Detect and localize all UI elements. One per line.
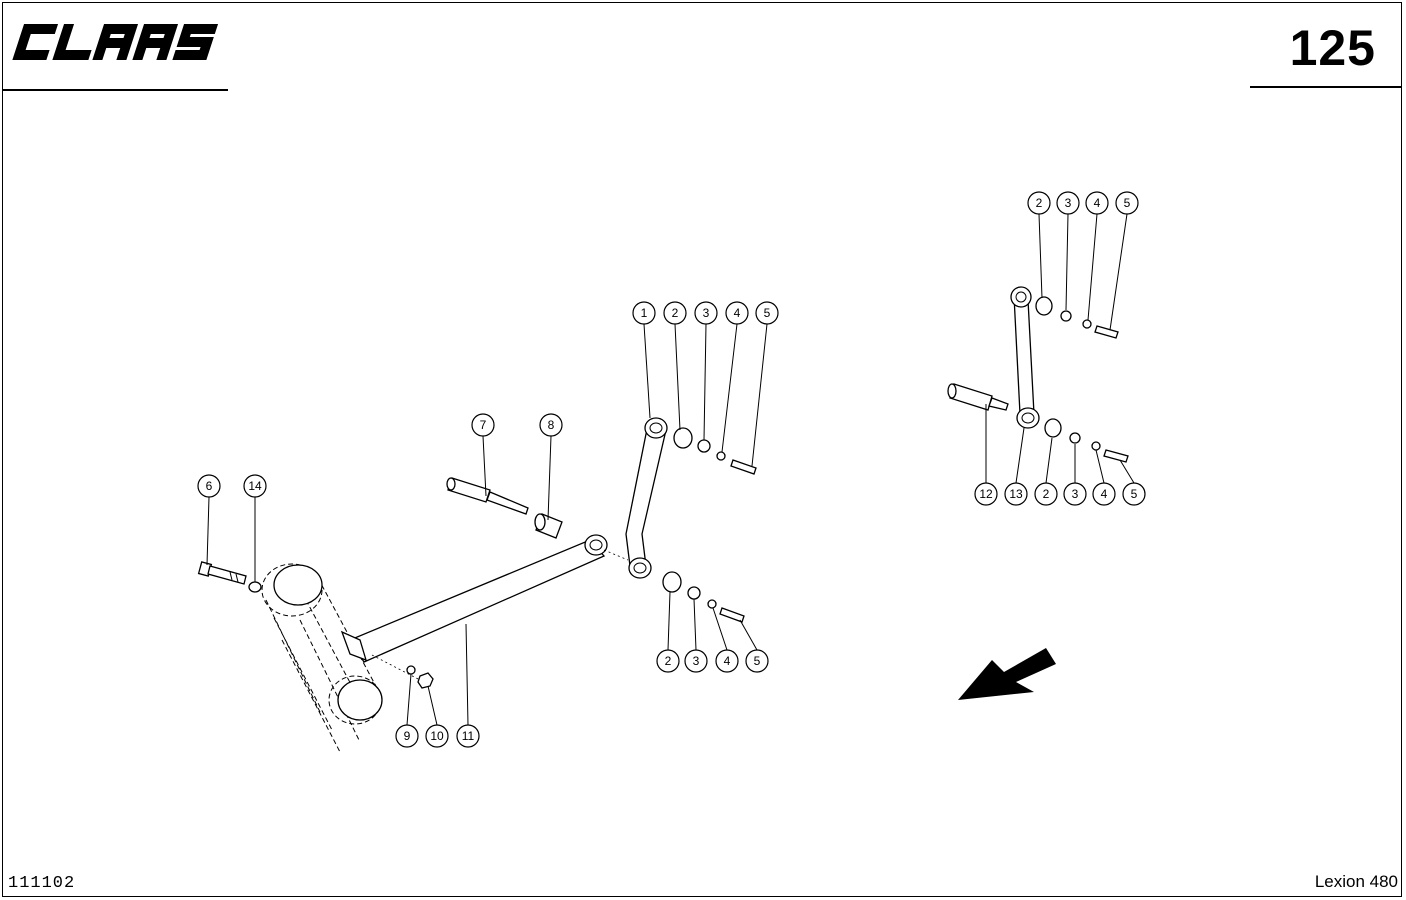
svg-text:10: 10 [430, 729, 444, 743]
callout-2: 2 [656, 649, 680, 673]
callout-group-right-bottom: 12 13 2 3 4 5 [974, 482, 1146, 506]
leader-lines [206, 213, 1135, 726]
svg-text:5: 5 [754, 654, 761, 668]
washer-3-right-bottom [1069, 432, 1081, 444]
washer-4-bottom [707, 599, 717, 609]
callout-3: 3 [1063, 482, 1087, 506]
arrow-down-left-icon [958, 648, 1056, 700]
svg-text:4: 4 [1094, 196, 1101, 210]
svg-text:13: 13 [1009, 487, 1023, 501]
svg-text:2: 2 [1036, 196, 1043, 210]
callout-5: 5 [1122, 482, 1146, 506]
svg-text:3: 3 [693, 654, 700, 668]
svg-text:14: 14 [248, 479, 262, 493]
document-code: 111102 [8, 874, 76, 893]
washer-3-top [697, 439, 711, 453]
callout-2: 2 [663, 301, 687, 325]
model-name: Lexion 480 [1314, 872, 1398, 891]
callout-10: 10 [425, 724, 449, 748]
bearing-2-top [673, 427, 693, 449]
callout-group-bolt-washer: 6 14 [197, 474, 267, 498]
washer-3-bottom [687, 586, 701, 600]
lever-11 [340, 534, 608, 663]
svg-text:4: 4 [1101, 487, 1108, 501]
bearing-2-right-top [1035, 296, 1053, 316]
callout-5: 5 [745, 649, 769, 673]
callout-13: 13 [1004, 482, 1028, 506]
callout-3: 3 [694, 301, 718, 325]
pin-12-right [947, 383, 1009, 411]
callout-1: 1 [632, 301, 656, 325]
callout-12: 12 [974, 482, 998, 506]
page-number: 125 [1289, 20, 1376, 76]
page-number-underline [1250, 86, 1402, 88]
washer-14 [248, 581, 262, 593]
callout-group-main-top: 1 2 3 4 5 [632, 301, 779, 325]
callout-group-right-top: 2 3 4 5 [1027, 191, 1139, 215]
svg-text:4: 4 [724, 654, 731, 668]
svg-text:12: 12 [979, 487, 993, 501]
callout-3: 3 [1056, 191, 1080, 215]
callout-4: 4 [1085, 191, 1109, 215]
callout-9: 9 [395, 724, 419, 748]
svg-text:7: 7 [480, 418, 487, 432]
bolt-5-right-top [1094, 325, 1119, 339]
washer-4-right-top [1082, 319, 1092, 329]
svg-text:4: 4 [734, 306, 741, 320]
svg-text:3: 3 [1072, 487, 1079, 501]
callout-2: 2 [1034, 482, 1058, 506]
nut-10 [417, 672, 434, 689]
callout-4: 4 [715, 649, 739, 673]
bearing-2-right-bottom [1044, 418, 1062, 438]
svg-text:5: 5 [1131, 487, 1138, 501]
callout-4: 4 [725, 301, 749, 325]
washer-3-right-top [1060, 310, 1072, 322]
washer-9 [406, 665, 416, 675]
callout-3: 3 [684, 649, 708, 673]
callout-6: 6 [197, 474, 221, 498]
svg-text:8: 8 [548, 418, 555, 432]
svg-text:5: 5 [764, 306, 771, 320]
callout-7: 7 [471, 413, 495, 437]
bush-8 [534, 513, 563, 539]
washer-4-top [716, 451, 726, 461]
svg-text:6: 6 [206, 479, 213, 493]
bolt-5-bottom [719, 607, 745, 623]
svg-text:11: 11 [462, 729, 475, 743]
svg-text:3: 3 [1065, 196, 1072, 210]
callout-group-pin-bush: 7 8 [471, 413, 563, 437]
bolt-6 [197, 561, 247, 585]
svg-text:5: 5 [1124, 196, 1131, 210]
bolt-5-top [730, 459, 757, 475]
claas-logo [12, 24, 219, 60]
callout-4: 4 [1092, 482, 1116, 506]
frame-arm-ghost [261, 563, 383, 753]
callout-14: 14 [243, 474, 267, 498]
bearing-2-bottom [662, 571, 682, 593]
svg-text:1: 1 [641, 306, 648, 320]
svg-text:3: 3 [703, 306, 710, 320]
callout-group-main-bottom: 2 3 4 5 [656, 649, 769, 673]
link-13-right [1010, 286, 1040, 429]
bolt-5-right-bottom [1103, 449, 1129, 463]
svg-text:2: 2 [1043, 487, 1050, 501]
callout-5: 5 [755, 301, 779, 325]
callout-5: 5 [1115, 191, 1139, 215]
pin-7 [446, 477, 529, 515]
callout-8: 8 [539, 413, 563, 437]
logo-underline [2, 89, 228, 91]
callout-group-lever-fix: 9 10 11 [395, 724, 480, 748]
washer-4-right-bottom [1091, 441, 1101, 451]
svg-text:2: 2 [665, 654, 672, 668]
callout-11: 11 [456, 724, 480, 748]
svg-text:9: 9 [404, 729, 411, 743]
svg-text:2: 2 [672, 306, 679, 320]
callout-2: 2 [1027, 191, 1051, 215]
link-1 [625, 417, 668, 579]
